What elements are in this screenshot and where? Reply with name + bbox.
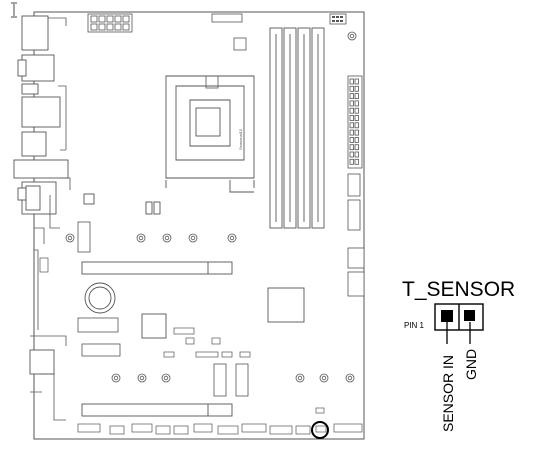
small-headers — [39, 257, 251, 358]
atx-pin — [354, 122, 359, 129]
cpu-power-connector — [87, 13, 133, 33]
bottom-headers — [77, 407, 363, 435]
t-sensor-callout: T_SENSOR PIN 1 SENSOR IN GND — [402, 278, 515, 432]
mounting-holes — [65, 31, 357, 383]
cpu-power-pin — [122, 23, 130, 31]
atx-pin — [349, 100, 354, 107]
m2-slots — [77, 221, 249, 397]
mounting-hole — [162, 233, 172, 243]
atx-pin — [349, 93, 354, 99]
atx-pin — [349, 85, 354, 92]
cpu-power-pin — [114, 15, 122, 23]
front-panel-area — [30, 335, 67, 421]
atx-pin — [354, 78, 359, 85]
small-component — [315, 407, 325, 414]
atx-pin — [349, 122, 354, 129]
cmos-battery — [84, 282, 116, 314]
cpu-power-pin — [106, 23, 114, 31]
pin-label-sensor-in: SENSOR IN — [440, 355, 456, 432]
cpu-power-pin — [98, 15, 106, 23]
atx-pin — [349, 144, 354, 151]
sata-headers — [347, 173, 365, 297]
bottom-header — [269, 425, 293, 435]
atx-pin — [354, 100, 359, 107]
bottom-header — [241, 423, 267, 433]
atx-pin — [349, 115, 354, 121]
atx-pin — [354, 85, 359, 92]
atx-pin — [354, 151, 359, 158]
cpu-power-pin — [114, 23, 122, 31]
bottom-header — [333, 423, 363, 433]
mounting-hole — [188, 233, 198, 243]
atx-pin — [349, 107, 354, 114]
cpu-power-pin — [106, 15, 114, 23]
atx-pin — [354, 136, 359, 143]
text-cursor-icon — [11, 2, 17, 18]
mounting-hole — [227, 233, 237, 243]
atx-pin — [349, 78, 354, 85]
cpu-power-pin — [90, 23, 98, 31]
top-header-connectors — [205, 13, 347, 89]
cpu-socket — [165, 75, 255, 193]
cpu-power-pin — [98, 23, 106, 31]
mounting-hole — [136, 233, 146, 243]
atx-pin — [354, 129, 359, 136]
t-sensor-highlight-circle — [311, 421, 329, 439]
bottom-header — [155, 425, 171, 435]
mounting-hole — [161, 373, 171, 383]
top-right-header-dots — [332, 16, 343, 22]
pin1-label: PIN 1 — [404, 321, 425, 330]
mounting-hole — [65, 233, 75, 243]
dimm-slots — [269, 27, 325, 229]
svg-text:Seasonal15: Seasonal15 — [238, 128, 243, 150]
pin-2-square — [464, 310, 475, 321]
bottom-header — [77, 423, 101, 433]
atx-pin — [349, 158, 354, 165]
chipset — [29, 193, 305, 375]
atx-pin — [354, 115, 359, 121]
mounting-hole — [345, 373, 355, 383]
bottom-header — [109, 425, 125, 435]
atx-pin — [354, 107, 359, 114]
bottom-header — [295, 425, 311, 435]
mounting-hole — [111, 373, 121, 383]
t-sensor-title: T_SENSOR — [402, 278, 515, 301]
board-traces — [34, 17, 71, 330]
cpu-power-pin — [122, 15, 130, 23]
pin-1-square — [441, 310, 453, 322]
board-outline — [33, 11, 365, 440]
atx-pin — [349, 129, 354, 136]
atx-pin — [354, 144, 359, 151]
atx-24pin-connector — [347, 75, 363, 169]
pin-label-gnd: GND — [463, 349, 479, 380]
t-sensor-board-header — [315, 425, 327, 433]
bottom-header — [193, 423, 213, 433]
atx-pin — [354, 93, 359, 99]
mounting-hole — [319, 373, 329, 383]
bottom-header — [217, 425, 239, 435]
atx-pin — [349, 136, 354, 143]
atx-pin — [354, 158, 359, 165]
mounting-hole — [347, 31, 357, 41]
bottom-header — [173, 425, 189, 435]
rear-io-panel — [13, 15, 69, 215]
socket-label: Seasonal15 — [238, 128, 243, 150]
atx-pin — [349, 151, 354, 158]
cpu-power-pin — [90, 15, 98, 23]
bottom-header — [131, 423, 153, 433]
mounting-hole — [137, 373, 147, 383]
mounting-hole — [295, 373, 305, 383]
pcie-slots — [81, 261, 233, 417]
